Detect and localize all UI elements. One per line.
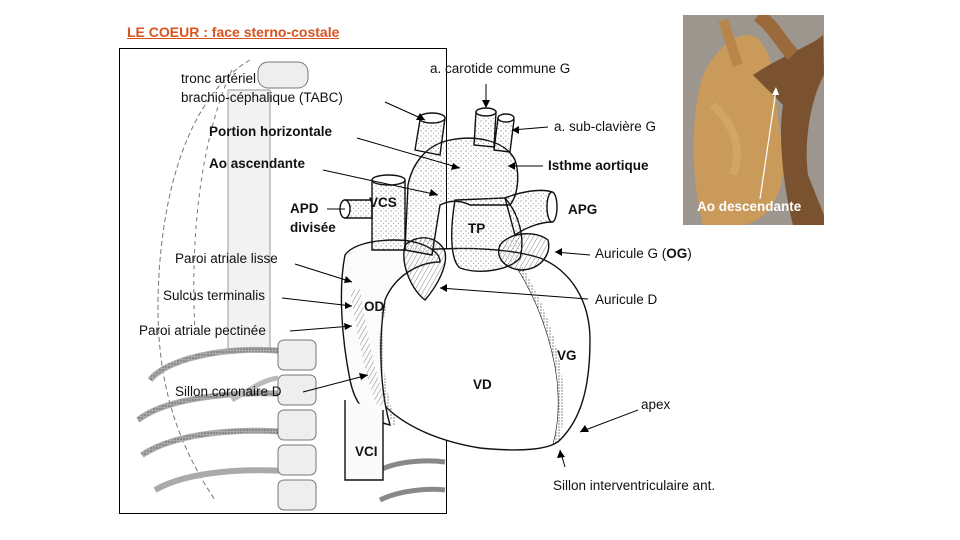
label-tronc-2: brachio-céphalique (TABC) xyxy=(181,90,343,105)
arrow-heads xyxy=(344,100,589,458)
label-paroi-pectinee: Paroi atriale pectinée xyxy=(139,323,266,338)
label-portion-horizontale: Portion horizontale xyxy=(209,124,332,139)
label-apg: APG xyxy=(568,202,598,217)
label-apd-2: divisée xyxy=(290,220,336,235)
right-ribs xyxy=(378,458,446,503)
label-tronc-1: tronc artériel xyxy=(181,71,257,86)
label-paroi-lisse: Paroi atriale lisse xyxy=(175,251,278,266)
label-auricule-g-og: OG xyxy=(666,246,688,261)
label-sub-claviere: a. sub-clavière G xyxy=(554,119,657,134)
label-sillon-iv: Sillon interventriculaire ant. xyxy=(553,478,716,493)
label-vg: VG xyxy=(557,348,577,363)
label-tp: TP xyxy=(468,221,486,236)
svc xyxy=(371,179,406,251)
label-vcs: VCS xyxy=(369,195,397,210)
label-ao-descendante: Ao descendante xyxy=(697,199,802,214)
ivc xyxy=(344,400,384,481)
left-carotid xyxy=(473,111,497,148)
page-title: LE COEUR : face sterno-costale xyxy=(127,24,340,40)
label-sillon-coronaire: Sillon coronaire D xyxy=(175,384,282,399)
label-auricule-d: Auricule D xyxy=(595,292,658,307)
label-auricule-g-pre: Auricule G ( xyxy=(595,246,667,261)
label-isthme: Isthme aortique xyxy=(548,158,649,173)
label-auricule-g: Auricule G (OG) xyxy=(595,246,692,262)
heart xyxy=(339,107,591,481)
label-od: OD xyxy=(364,299,385,314)
label-vd: VD xyxy=(473,377,492,392)
aorta-photo xyxy=(683,15,824,225)
aorta-photo-image xyxy=(683,15,824,225)
left-subclavian xyxy=(493,117,515,153)
label-vci: VCI xyxy=(355,444,378,459)
thorax-skeleton xyxy=(136,59,317,511)
label-ao-ascendante: Ao ascendante xyxy=(209,156,306,171)
label-sulcus: Sulcus terminalis xyxy=(163,288,266,303)
label-auricule-g-post: ) xyxy=(687,246,692,261)
label-apex: apex xyxy=(641,397,671,412)
label-carotide: a. carotide commune G xyxy=(430,61,571,76)
left-auricle xyxy=(498,233,550,271)
label-apd-1: APD xyxy=(290,201,319,216)
